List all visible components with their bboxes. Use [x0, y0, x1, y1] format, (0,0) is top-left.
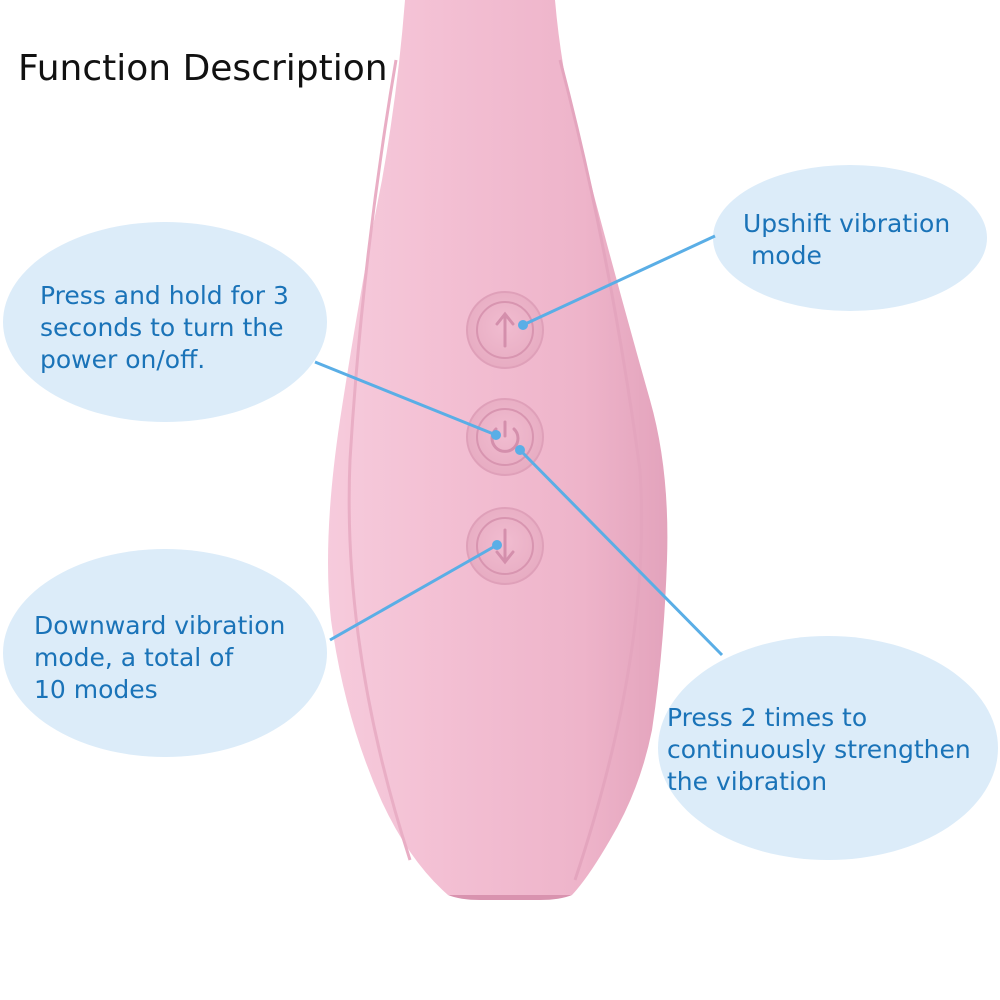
- leader-line-press-twice: [515, 445, 724, 657]
- callout-bubble-upshift: [713, 165, 987, 311]
- upshift-button[interactable]: [466, 291, 544, 369]
- callout-bubble-power: [3, 222, 327, 422]
- callout-text-power: Press and hold for 3 seconds to turn the…: [40, 281, 289, 374]
- arrow-down-icon: [495, 528, 515, 565]
- device-seam-left: [347, 59, 412, 861]
- leader-line-upshift: [518, 234, 716, 330]
- callout-text-downward: Downward vibration mode, a total of 10 m…: [34, 611, 286, 704]
- device-seam-right: [558, 59, 644, 881]
- leader-line-power: [314, 360, 501, 440]
- arrow-up-icon: [495, 311, 515, 348]
- leader-line-downward: [329, 540, 502, 642]
- downward-button[interactable]: [466, 507, 544, 585]
- callout-text-press-twice: Press 2 times to continuously strengthen…: [667, 703, 971, 796]
- callout-text-upshift: Upshift vibration mode: [743, 209, 951, 270]
- callout-bubble-downward: [3, 549, 327, 757]
- device-base-shadow: [448, 895, 572, 900]
- page-title: Function Description: [18, 48, 388, 89]
- callout-bubble-press-twice: [658, 636, 998, 860]
